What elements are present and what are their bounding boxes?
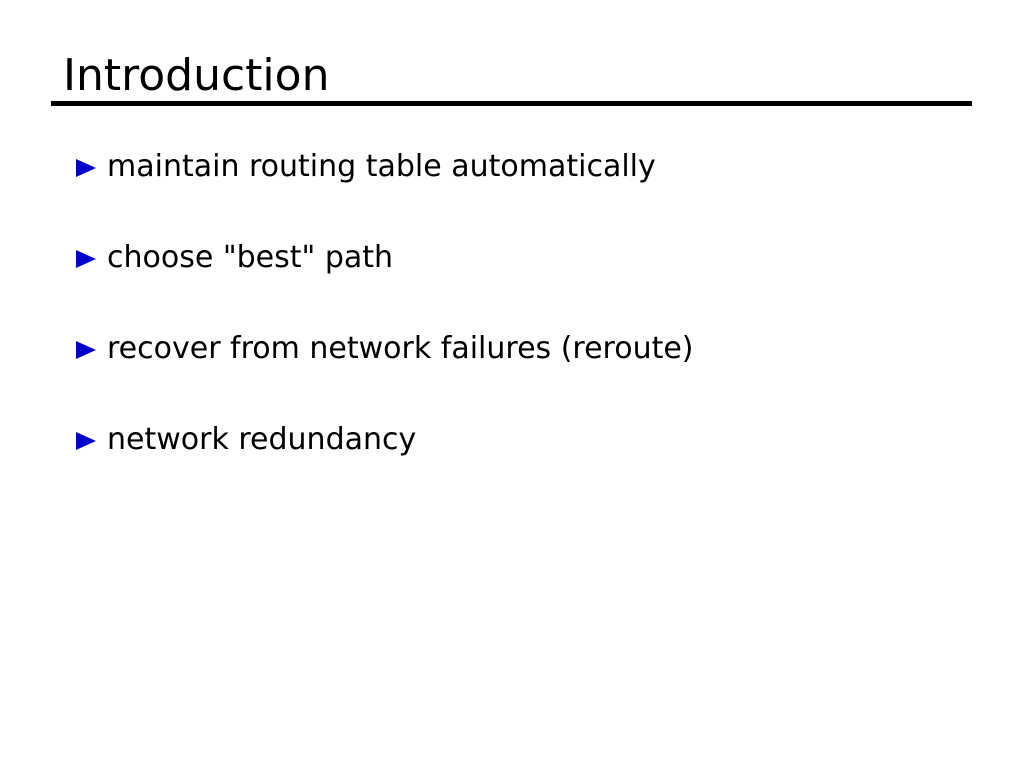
list-item: network redundancy [76, 421, 976, 512]
triangle-right-icon [76, 250, 96, 268]
list-item-label: recover from network failures (reroute) [107, 331, 694, 366]
bullet-list: maintain routing table automatically cho… [76, 148, 976, 512]
list-item-label: maintain routing table automatically [107, 149, 656, 184]
list-item: choose "best" path [76, 239, 976, 330]
triangle-right-icon [76, 159, 96, 177]
list-item: recover from network failures (reroute) [76, 330, 976, 421]
list-item-label: network redundancy [107, 422, 417, 457]
title-underline-rule [51, 101, 972, 106]
triangle-right-icon [76, 341, 96, 359]
list-item: maintain routing table automatically [76, 148, 976, 239]
list-item-label: choose "best" path [107, 240, 394, 275]
page-title: Introduction [63, 50, 330, 101]
triangle-right-icon [76, 432, 96, 450]
